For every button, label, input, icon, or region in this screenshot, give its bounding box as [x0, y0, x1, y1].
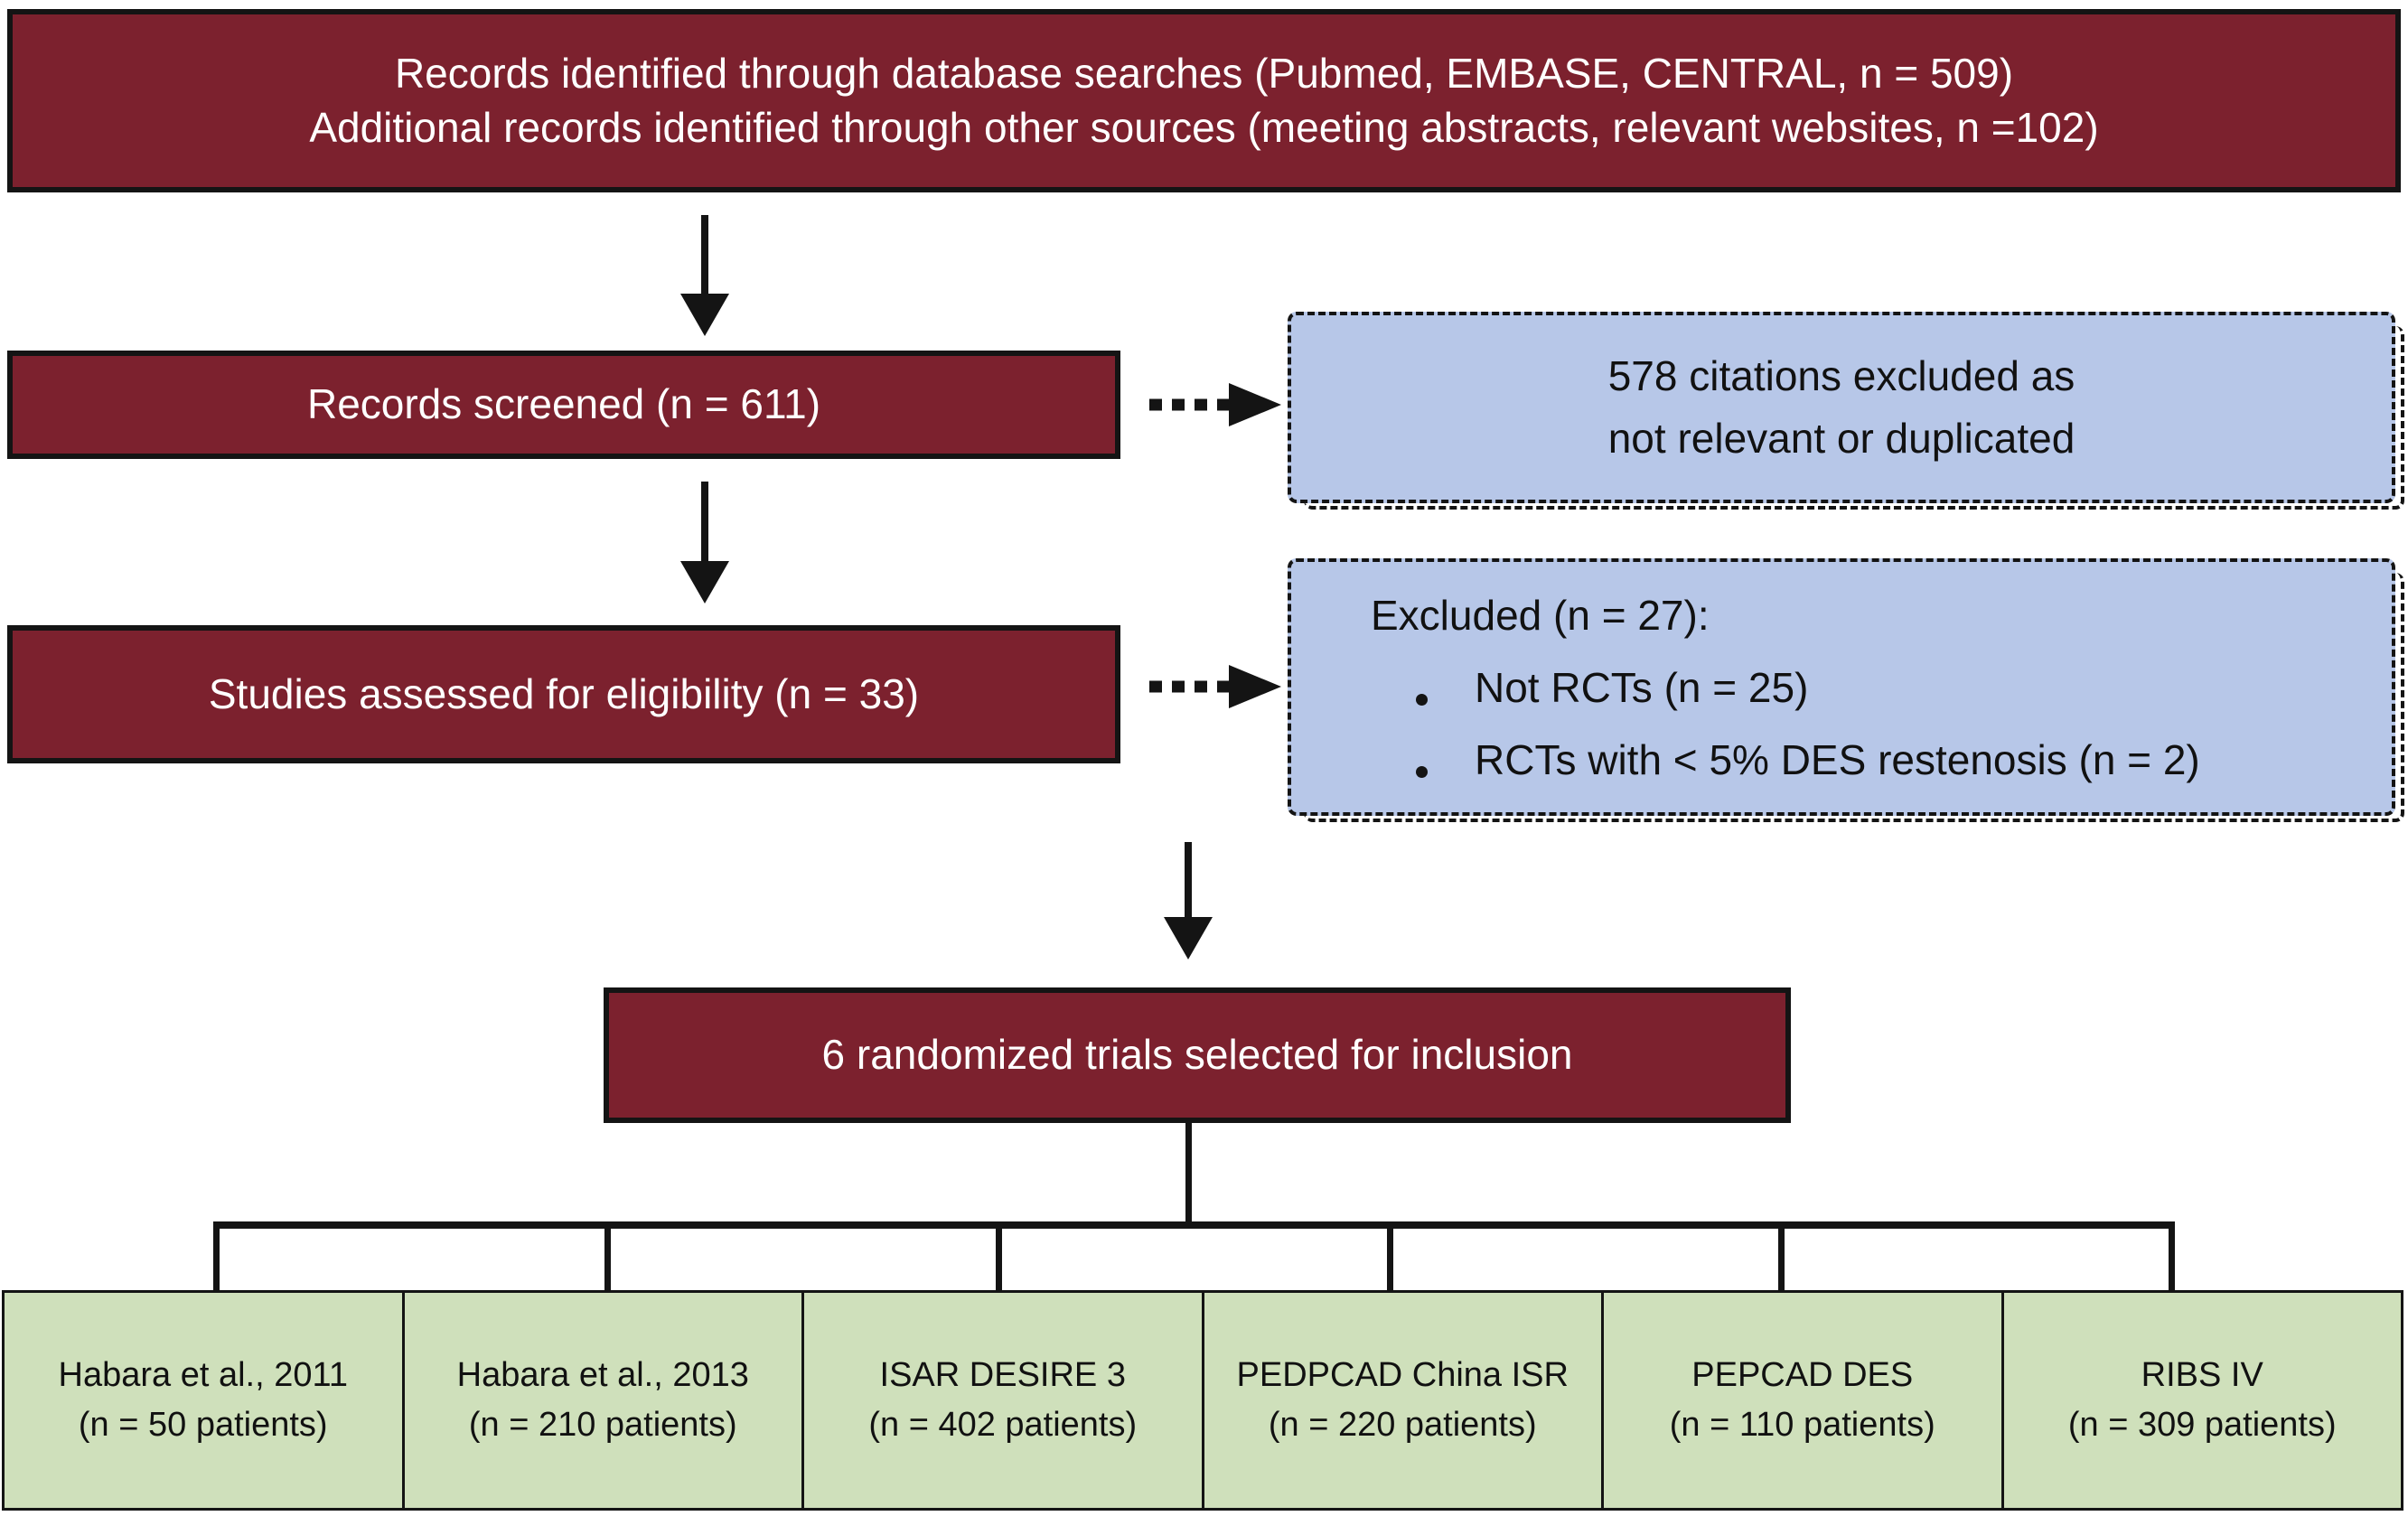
included-trials-box: 6 randomized trials selected for inclusi…	[604, 987, 1791, 1123]
identification-line1: Records identified through database sear…	[394, 49, 2014, 97]
trial-box: Habara et al., 2013 (n = 210 patients)	[401, 1290, 804, 1511]
trial-n: (n = 220 patients)	[1268, 1406, 1537, 1444]
arrow-shaft	[701, 482, 708, 561]
trials-row: Habara et al., 2011 (n = 50 patients) Ha…	[2, 1290, 2403, 1511]
included-trials-label: 6 randomized trials selected for inclusi…	[821, 1031, 1573, 1079]
arrow-head	[1229, 665, 1281, 708]
connector-stub	[213, 1221, 220, 1292]
connector-stub	[996, 1221, 1002, 1292]
eligibility-box: Studies assessed for eligibility (n = 33…	[7, 625, 1120, 763]
dotted-right-arrow-icon	[1149, 665, 1281, 708]
dotted-shaft	[1149, 398, 1231, 411]
trial-box: Habara et al., 2011 (n = 50 patients)	[2, 1290, 405, 1511]
identification-box: Records identified through database sear…	[7, 9, 2401, 192]
trial-box: PEDPCAD China ISR (n = 220 patients)	[1201, 1290, 1604, 1511]
arrow-shaft	[701, 215, 708, 294]
studies-excluded-heading: Excluded (n = 27):	[1371, 591, 1710, 639]
connector-stub	[2169, 1221, 2175, 1292]
trial-name: RIBS IV	[2141, 1355, 2263, 1394]
trial-n: (n = 50 patients)	[78, 1406, 328, 1444]
trial-box: RIBS IV (n = 309 patients)	[2000, 1290, 2403, 1511]
citations-excluded-line2: not relevant or duplicated	[1607, 415, 2075, 462]
trial-n: (n = 110 patients)	[1669, 1406, 1935, 1444]
arrow-head	[680, 561, 729, 604]
trial-name: PEDPCAD China ISR	[1236, 1355, 1569, 1394]
records-screened-box: Records screened (n = 611)	[7, 351, 1120, 459]
trial-name: Habara et al., 2013	[456, 1355, 749, 1394]
trial-n: (n = 210 patients)	[468, 1406, 737, 1444]
arrow-head	[1164, 917, 1213, 959]
excluded-bullet-text: Not RCTs (n = 25)	[1475, 663, 1809, 711]
studies-excluded-box: Excluded (n = 27): Not RCTs (n = 25) RCT…	[1288, 558, 2404, 822]
trial-name: PEPCAD DES	[1691, 1355, 1914, 1394]
arrow-shaft	[1185, 842, 1192, 917]
bullet-icon	[1416, 694, 1428, 706]
dotted-right-arrow-icon	[1149, 383, 1281, 426]
trial-box: ISAR DESIRE 3 (n = 402 patients)	[801, 1290, 1204, 1511]
down-arrow-icon	[1154, 842, 1223, 959]
connector-stub	[604, 1221, 611, 1292]
identification-line2: Additional records identified through ot…	[309, 103, 2099, 151]
trial-name: ISAR DESIRE 3	[879, 1355, 1126, 1394]
bullet-icon	[1416, 766, 1428, 778]
excluded-bullet-text: RCTs with < 5% DES restenosis (n = 2)	[1475, 735, 2200, 783]
down-arrow-icon	[670, 215, 739, 336]
dotted-shaft	[1149, 680, 1231, 693]
records-screened-label: Records screened (n = 611)	[306, 380, 821, 428]
excluded-bullet-item: RCTs with < 5% DES restenosis (n = 2)	[1371, 739, 2200, 781]
excluded-bullet-item: Not RCTs (n = 25)	[1371, 667, 1808, 708]
trial-n: (n = 402 patients)	[868, 1406, 1138, 1444]
down-arrow-icon	[670, 482, 739, 604]
connector-stub	[1778, 1221, 1785, 1292]
citations-excluded-box: 578 citations excluded as not relevant o…	[1288, 312, 2404, 510]
eligibility-label: Studies assessed for eligibility (n = 33…	[208, 669, 920, 717]
trial-name: Habara et al., 2011	[58, 1355, 348, 1394]
connector-stub	[1387, 1221, 1393, 1292]
trial-n: (n = 309 patients)	[2067, 1406, 2337, 1444]
citations-excluded-line1: 578 citations excluded as	[1607, 352, 2075, 399]
trial-box: PEPCAD DES (n = 110 patients)	[1601, 1290, 2004, 1511]
arrow-head	[680, 294, 729, 336]
arrow-head	[1229, 383, 1281, 426]
connector-stem	[1185, 1123, 1192, 1225]
connector-crossbar	[214, 1221, 2175, 1229]
